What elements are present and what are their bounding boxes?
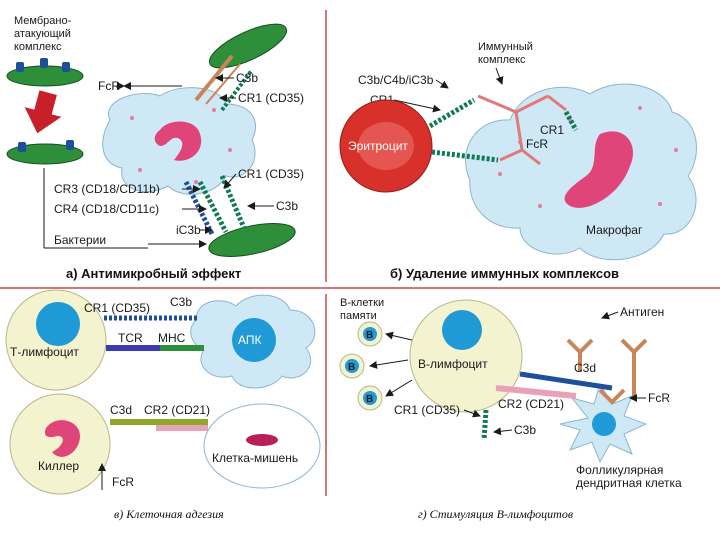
phagocyte-dots bbox=[130, 108, 232, 184]
t-lymphocyte-nucleus bbox=[36, 302, 80, 346]
tcr-label: TCR bbox=[118, 331, 143, 345]
fcr-label: FcR bbox=[98, 79, 120, 93]
cr1-g-link bbox=[481, 409, 489, 441]
fcr-g-label: FcR bbox=[648, 391, 670, 405]
b-lymphocyte bbox=[409, 299, 523, 413]
cr1-label: CR1 (CD35) bbox=[238, 91, 304, 105]
c3d-g-label: C3d bbox=[574, 361, 596, 375]
bacterium-top-right bbox=[208, 23, 288, 69]
killer-cell bbox=[9, 393, 111, 495]
cr1-v-label: CR1 (CD35) bbox=[84, 301, 150, 315]
c3b-c4b-label: C3b/C4b/iC3b bbox=[358, 73, 434, 87]
b-lymph-label: В-лимфоцит bbox=[418, 357, 488, 371]
apk-label: АПК bbox=[238, 333, 261, 347]
cr1-label-2: CR1 (CD35) bbox=[238, 167, 304, 181]
target-label: Клетка-мишень bbox=[212, 451, 298, 465]
erythrocyte-label: Эритроцит bbox=[348, 139, 408, 153]
complement-receptors-b bbox=[428, 97, 579, 163]
macrophage-nucleus bbox=[564, 131, 634, 208]
macrophage-cell bbox=[465, 83, 697, 261]
arrow-to-memory-1 bbox=[385, 331, 413, 341]
b-lymphocyte-nucleus bbox=[442, 310, 482, 350]
cr2-g-link bbox=[495, 385, 577, 399]
memory-b-cells: B B B bbox=[339, 321, 383, 411]
cr2-v-label: CR2 (CD21) bbox=[144, 403, 210, 417]
receptor-links-bottom bbox=[183, 175, 247, 236]
erythrocyte-center bbox=[358, 122, 414, 170]
killer-nucleus bbox=[44, 420, 80, 457]
c3d-g-link bbox=[519, 371, 613, 391]
panel-a-title: а) Антимикробный эффект bbox=[66, 266, 241, 281]
target-nucleus bbox=[246, 434, 278, 446]
receptor-links-top bbox=[194, 54, 254, 112]
phagocyte-nucleus bbox=[154, 121, 202, 161]
svg-text:B: B bbox=[366, 330, 373, 341]
killer-label: Киллер bbox=[38, 459, 79, 473]
svg-text:B: B bbox=[348, 362, 355, 373]
fdc-nucleus bbox=[592, 412, 616, 436]
phagocyte-cell bbox=[102, 87, 257, 195]
bracket-lines bbox=[43, 168, 148, 249]
antigen-label: Антиген bbox=[620, 305, 664, 319]
cr1-right-label: CR1 bbox=[540, 123, 564, 137]
red-arrow-down bbox=[24, 90, 62, 134]
panel-v-caption: в) Клеточная адгезия bbox=[114, 507, 224, 521]
apk-nucleus bbox=[232, 318, 276, 362]
arrow-to-memory-2 bbox=[369, 359, 409, 369]
cr2-g-label: CR2 (CD21) bbox=[498, 397, 564, 411]
bacterium-plate-top bbox=[6, 58, 84, 87]
c3b-g-label: C3b bbox=[514, 423, 536, 437]
svg-text:B: B bbox=[366, 394, 373, 405]
panel-b-title: б) Удаление иммунных комплексов bbox=[390, 266, 619, 281]
panel-g-caption: г) Стимуляция В-лимфоцитов bbox=[418, 507, 573, 521]
c3d-v-label: C3d bbox=[110, 403, 132, 417]
bacteria-label: Бактерии bbox=[54, 233, 106, 247]
t-lymph-label: Т-лимфоцит bbox=[10, 345, 79, 359]
antibodies bbox=[566, 338, 648, 405]
immune-complex bbox=[477, 94, 567, 166]
bacterium-plate-bottom bbox=[6, 140, 84, 165]
bacterium-bottom bbox=[208, 223, 296, 257]
cr1-g-label: CR1 (CD35) bbox=[394, 403, 460, 417]
c3b-top-label: C3b bbox=[236, 71, 258, 85]
ic3b-label: iC3b bbox=[176, 223, 201, 237]
c3b-bottom-label: C3b bbox=[276, 199, 298, 213]
mhc-label: MHC bbox=[158, 331, 186, 345]
arrow-to-memory-3 bbox=[385, 379, 413, 397]
fcr-v-label: FcR bbox=[112, 475, 134, 489]
c3b-v-label: C3b bbox=[170, 295, 192, 309]
cr3-label: CR3 (CD18/CD11b) bbox=[54, 182, 160, 196]
cr4-label: CR4 (CD18/CD11c) bbox=[54, 202, 159, 216]
panel-frame bbox=[0, 10, 720, 496]
panel-v: Т-лимфоцит АПК CR1 (CD35) C3b TCR MHC Ки… bbox=[5, 289, 321, 521]
macrophage-label: Макрофаг bbox=[586, 223, 643, 237]
fcr-b-label: FcR bbox=[526, 137, 548, 151]
